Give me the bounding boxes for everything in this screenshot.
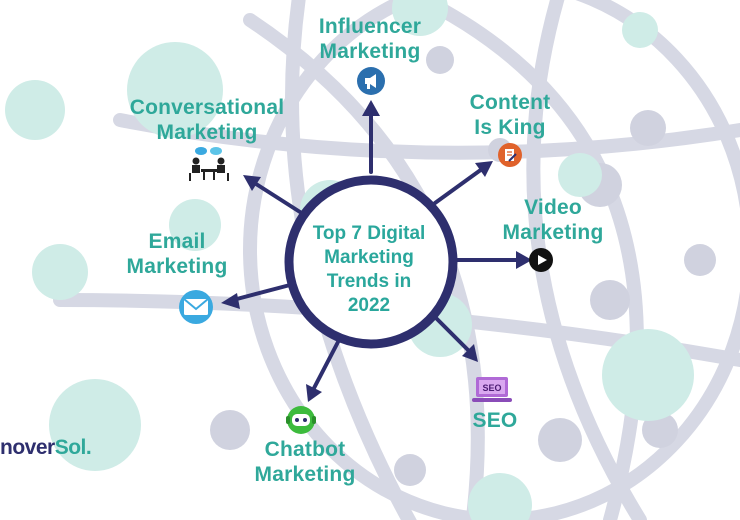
center-ring <box>284 175 458 349</box>
center-title: Top 7 Digital Marketing Trends in 2022 <box>294 222 444 318</box>
center-title-line: Trends in <box>326 271 412 292</box>
trend-label-line: SEO <box>472 409 518 432</box>
trend-label-conversational: Conversational Marketing <box>115 95 299 145</box>
trend-label-line: Content <box>469 91 551 114</box>
trend-label-chatbot: Chatbot Marketing <box>235 437 375 487</box>
trend-label-line: Marketing <box>156 121 258 144</box>
center-title-line: Marketing <box>324 247 414 268</box>
trend-label-line: Influencer <box>318 15 422 38</box>
trend-label-line: Conversational <box>129 96 285 119</box>
play-icon <box>529 248 553 272</box>
brand-logo: noverSol. <box>0 436 92 460</box>
people-meeting-icon <box>189 147 229 181</box>
document-edit-icon <box>498 143 522 167</box>
megaphone-icon <box>357 67 385 95</box>
seo-laptop-icon: SEO <box>472 377 512 402</box>
trend-label-line: Video <box>524 196 582 219</box>
trend-label-video: Video Marketing <box>493 195 613 245</box>
brand-logo-prefix: nover <box>0 436 55 459</box>
chatbot-icon <box>286 406 316 434</box>
trend-label-line: Marketing <box>254 463 356 486</box>
trend-label-influencer: Influencer Marketing <box>300 14 440 64</box>
seo-laptop-text: SEO <box>482 383 501 393</box>
brand-logo-suffix: Sol. <box>54 436 92 459</box>
trend-label-line: Marketing <box>126 255 228 278</box>
trend-label-line: Marketing <box>502 221 604 244</box>
trend-label-seo: SEO <box>455 408 535 433</box>
arrows <box>221 100 532 402</box>
center-title-line: 2022 <box>347 295 391 316</box>
trend-label-line: Email <box>148 230 206 253</box>
envelope-icon <box>179 290 213 324</box>
trend-label-email: Email Marketing <box>112 229 242 279</box>
center-title-line: Top 7 Digital <box>312 223 426 244</box>
trend-label-line: Marketing <box>319 40 421 63</box>
trend-label-content: Content Is King <box>455 90 565 140</box>
trend-label-line: Is King <box>474 116 546 139</box>
trend-label-line: Chatbot <box>264 438 346 461</box>
